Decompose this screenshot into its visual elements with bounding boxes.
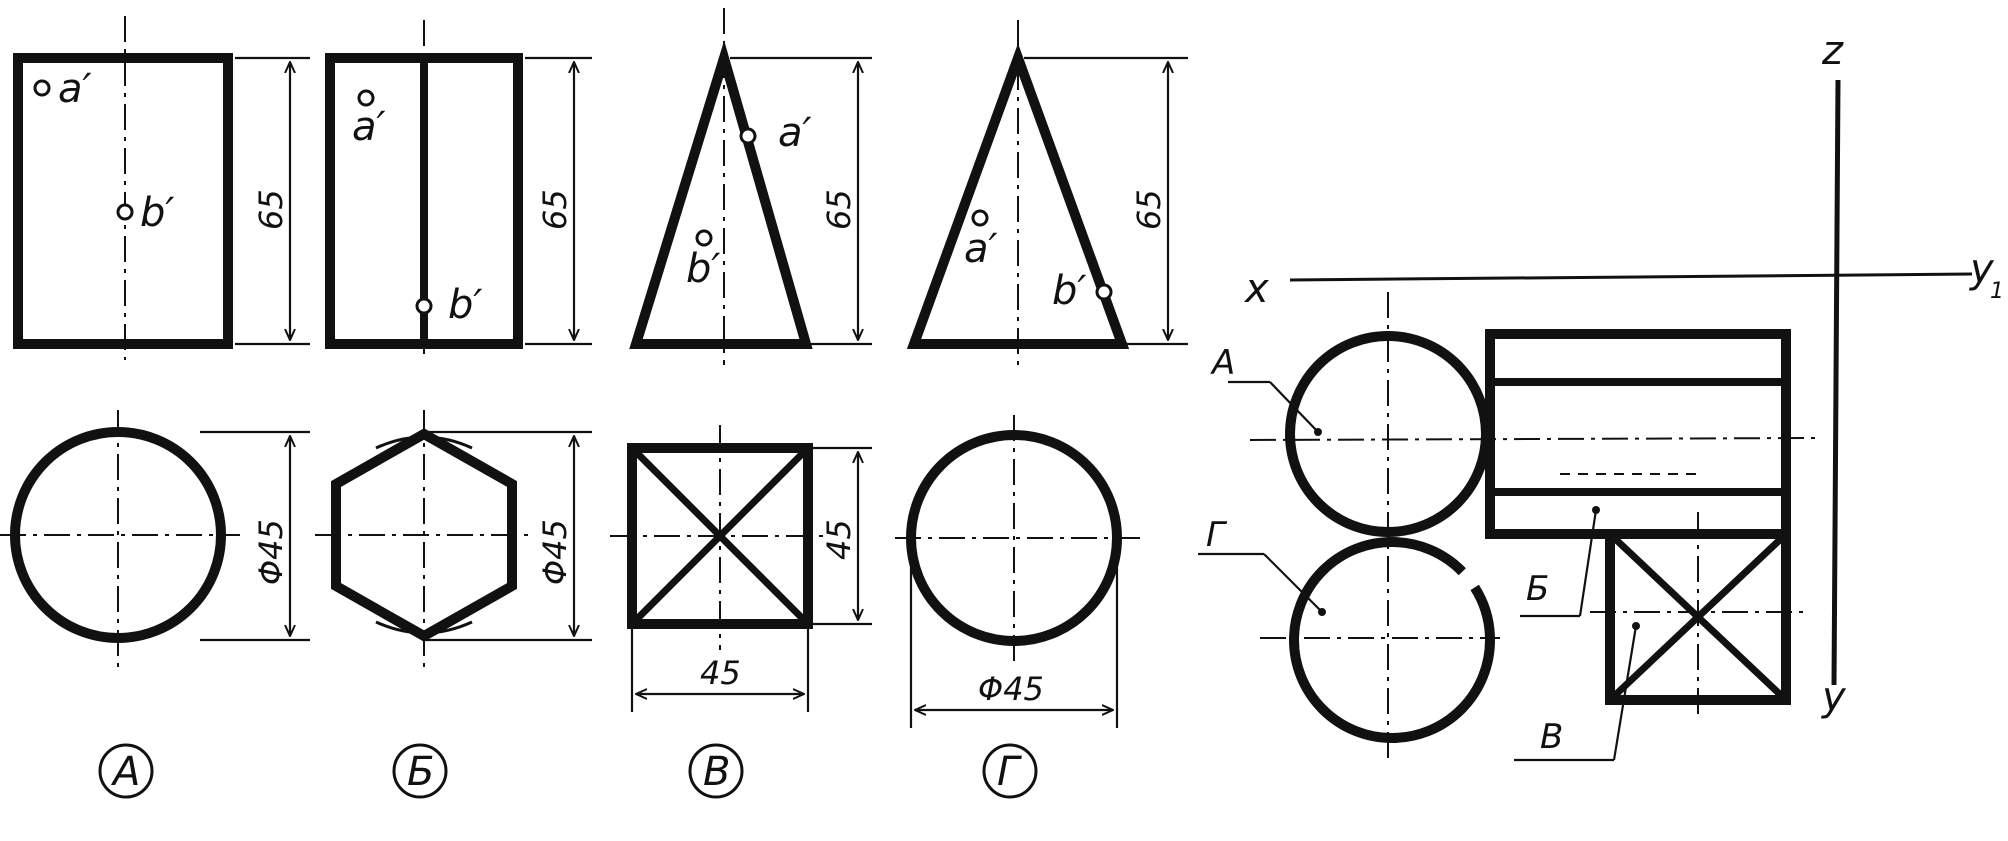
assembly-label-g: Г bbox=[1206, 515, 1228, 555]
figure-v-front-view: 65 a′ b′ bbox=[629, 8, 872, 365]
figure-b-label: Б bbox=[392, 743, 448, 799]
axis-y1-label: y bbox=[1969, 246, 1995, 292]
assembly-label-v: В bbox=[1540, 717, 1563, 757]
figure-b-point-b bbox=[415, 297, 433, 315]
figure-a-diameter-dimension: Φ45 bbox=[252, 519, 290, 585]
figure-g-point-b-label: b′ bbox=[1052, 268, 1086, 314]
assembly-square-v: В bbox=[1514, 512, 1810, 762]
axis-z-y: z y bbox=[1821, 28, 1847, 720]
figure-a-point-a bbox=[33, 79, 51, 97]
axis-z-label: z bbox=[1821, 28, 1844, 74]
axis-x-y1: x y 1 bbox=[1243, 246, 2004, 312]
figure-v-point-b bbox=[695, 229, 713, 247]
figure-a-top-view: Φ45 bbox=[0, 410, 310, 670]
figure-v-side-dimension: 45 bbox=[820, 519, 858, 560]
figure-g-label: Г bbox=[982, 743, 1038, 799]
axis-y-label: y bbox=[1821, 674, 1847, 720]
figure-g-diameter-dimension: Φ45 bbox=[978, 670, 1044, 708]
figure-g-point-b bbox=[1095, 283, 1113, 301]
figure-g-point-a bbox=[971, 209, 989, 227]
assembly-label-b: Б bbox=[1526, 569, 1549, 609]
svg-text:В: В bbox=[703, 749, 730, 795]
svg-text:А: А bbox=[110, 749, 140, 795]
figure-b-point-a bbox=[357, 89, 375, 107]
figure-v-point-a-label: a′ bbox=[778, 110, 812, 156]
figure-g-front-view: 65 a′ b′ bbox=[906, 20, 1188, 365]
axis-y1-subscript: 1 bbox=[1990, 279, 2004, 304]
assembly-circle-a: А bbox=[1210, 292, 1817, 760]
figure-a-point-b bbox=[116, 203, 134, 221]
assembly-circle-g: Г bbox=[1198, 515, 1500, 743]
figure-a-point-b-label: b′ bbox=[140, 190, 174, 236]
figure-v-height-dimension: 65 bbox=[820, 189, 858, 230]
figure-v-width-dimension: 45 bbox=[700, 654, 741, 692]
figure-a-label: А bbox=[98, 743, 154, 799]
figure-a-height-dimension: 65 bbox=[252, 189, 290, 230]
svg-text:Г: Г bbox=[997, 749, 1022, 795]
figure-b-top-view: Φ45 bbox=[315, 410, 592, 670]
figure-v-point-a bbox=[739, 127, 757, 145]
figure-v-top-view: 45 45 bbox=[610, 425, 872, 712]
figure-b-diameter-dimension: Φ45 bbox=[536, 519, 574, 585]
svg-text:Б: Б bbox=[407, 749, 434, 795]
assembly-label-a: А bbox=[1210, 343, 1235, 383]
figure-b-point-b-label: b′ bbox=[448, 282, 482, 328]
figure-b-height-dimension: 65 bbox=[536, 189, 574, 230]
figure-g-height-dimension: 65 bbox=[1130, 189, 1168, 230]
figure-b-point-a-label: a′ bbox=[352, 104, 386, 150]
figure-a-point-a-label: a′ bbox=[58, 66, 92, 112]
figure-v-label: В bbox=[688, 743, 744, 799]
figure-a-front-view: 65 a′ b′ bbox=[13, 16, 310, 360]
figure-g-point-a-label: a′ bbox=[964, 226, 998, 272]
figure-b-front-view: 65 a′ b′ bbox=[325, 20, 592, 360]
axis-x-label: x bbox=[1243, 266, 1269, 312]
figure-g-top-view: Φ45 bbox=[895, 415, 1140, 728]
figure-v-point-b-label: b′ bbox=[686, 246, 720, 292]
